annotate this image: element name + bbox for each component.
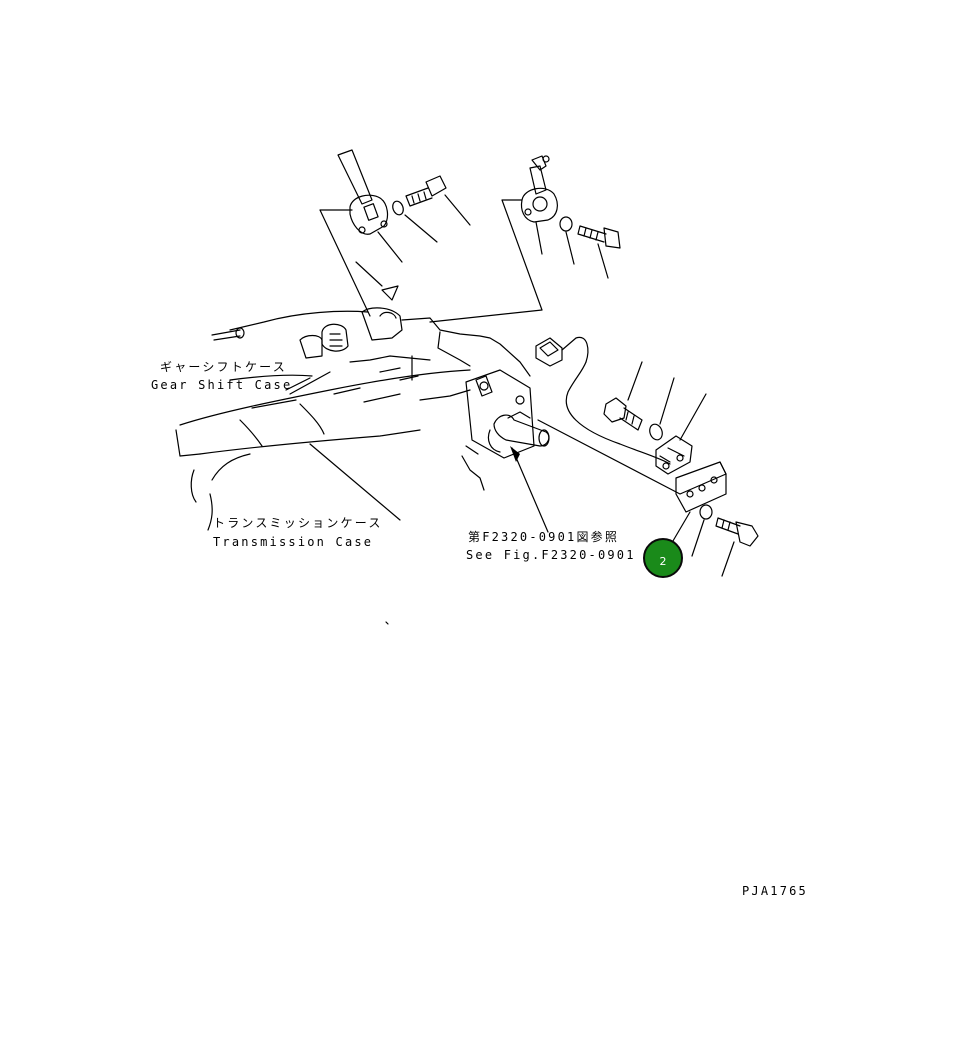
- left-lever-bolt: [405, 175, 447, 207]
- drawing-code: PJA1765: [742, 884, 808, 898]
- bracket-washer-lower: [699, 504, 713, 520]
- bracket-bolt-lower: [715, 517, 759, 547]
- bracket-washer-upper: [649, 423, 663, 441]
- transmission-case-label-jp: トランスミッションケース: [213, 516, 383, 530]
- right-lever-bolt: [577, 225, 621, 249]
- see-fig-label-jp: 第F2320-0901図参照: [468, 530, 620, 544]
- callout-2[interactable]: 2: [643, 538, 683, 578]
- bracket-bolt-upper: [603, 397, 643, 431]
- right-shift-lever: [520, 155, 558, 223]
- see-fig-label-en: See Fig.F2320-0901: [466, 548, 636, 562]
- sensor-connector: [535, 336, 671, 465]
- gear-shift-case-label-en: Gear Shift Case: [151, 378, 293, 392]
- left-lever-washer: [392, 200, 404, 216]
- left-shift-lever: [337, 149, 389, 235]
- transmission-case: [175, 369, 485, 531]
- gear-shift-case: [211, 307, 531, 395]
- shaft-housing: [465, 369, 550, 459]
- gear-shift-case-label-jp: ギャーシフトケース: [160, 360, 287, 374]
- switch-bracket-plate: [537, 419, 727, 513]
- right-lever-washer: [559, 216, 573, 232]
- see-fig-arrow: [510, 446, 549, 533]
- callout-number: 2: [659, 554, 667, 568]
- transmission-case-label-en: Transmission Case: [213, 535, 374, 549]
